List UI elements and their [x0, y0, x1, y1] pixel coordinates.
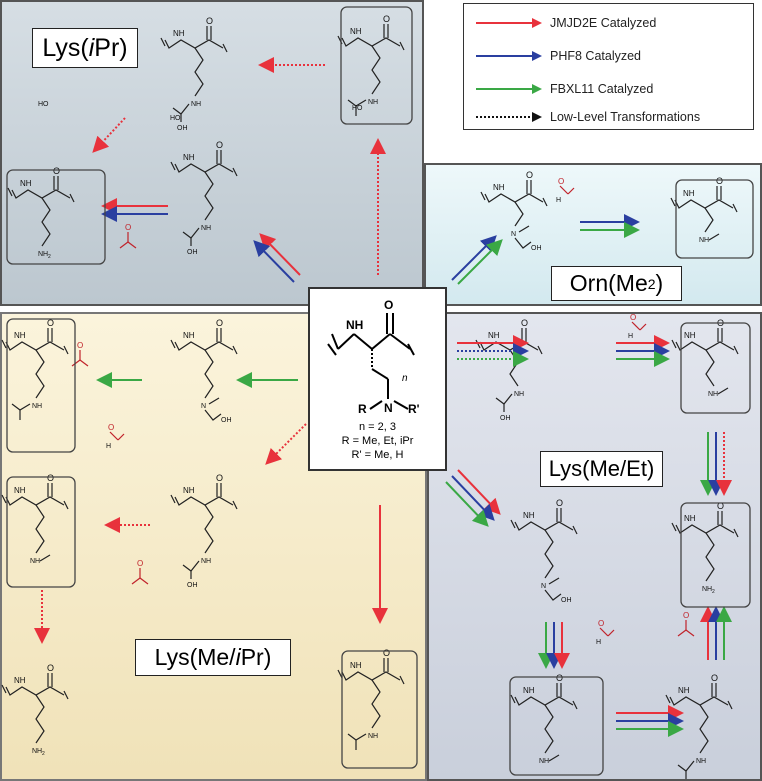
legend-item-fbxl11: FBXL11 Catalyzed [474, 80, 744, 100]
panel-label-lys-me-et: Lys(Me/Et) [540, 451, 663, 487]
legend: JMJD2E Catalyzed PHF8 Catalyzed FBXL11 C… [463, 3, 754, 130]
substrate-rp-line: R' = Me, H [351, 449, 404, 461]
atom-rp: R' [408, 402, 420, 414]
atom-o: O [384, 298, 393, 312]
legend-item-low-level: Low-Level Transformations [474, 108, 744, 128]
substrate-n-line: n = 2, 3 [358, 421, 396, 433]
legend-label-phf8: PHF8 Catalyzed [550, 49, 642, 63]
green-arrow-icon [476, 84, 542, 94]
substrate-r-line: R = Me, Et, iPr [341, 435, 414, 447]
subscript-n: n [402, 373, 408, 384]
legend-item-jmjd2e: JMJD2E Catalyzed [474, 14, 744, 34]
atom-r: R [358, 402, 367, 414]
legend-label-low-level: Low-Level Transformations [550, 110, 701, 124]
atom-n: N [384, 401, 393, 414]
legend-item-phf8: PHF8 Catalyzed [474, 47, 744, 67]
dotted-arrow-icon [476, 112, 542, 122]
atom-nh: NH [346, 318, 363, 332]
legend-label-fbxl11: FBXL11 Catalyzed [550, 82, 654, 96]
red-arrow-icon [476, 18, 542, 28]
substrate-box: NH O n N R R' n = 2, 3 R = Me, Et, iPr R… [308, 287, 447, 471]
panel-lys-me-et [427, 312, 762, 781]
blue-arrow-icon [476, 51, 542, 61]
legend-label-jmjd2e: JMJD2E Catalyzed [550, 16, 657, 30]
substrate-structure: NH O n N R R' [327, 298, 420, 414]
